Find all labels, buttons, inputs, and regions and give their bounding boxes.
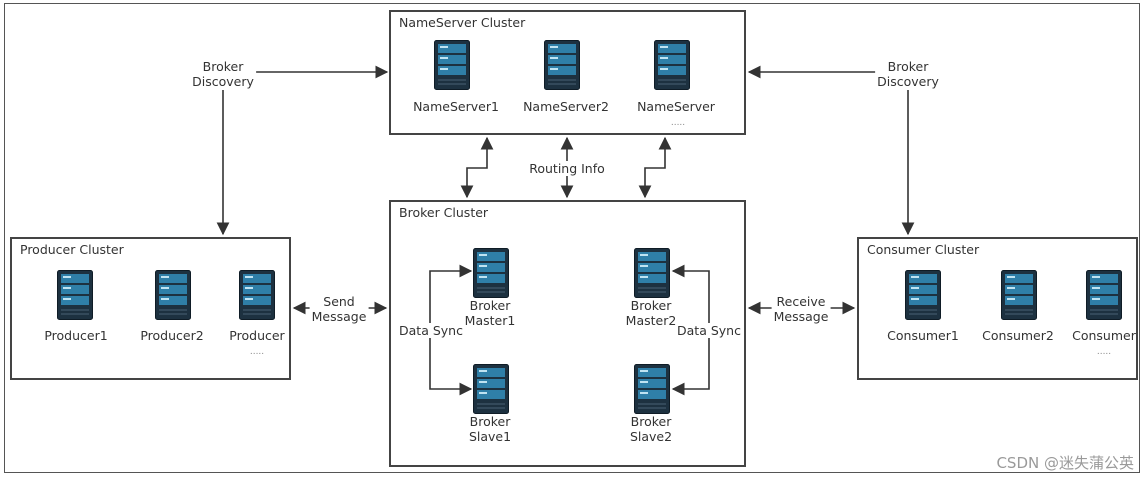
consumer-3-label: Consumer bbox=[1072, 328, 1136, 343]
broker-discovery-right-label: Broker Discovery bbox=[875, 59, 941, 89]
data-sync-left-label: Data Sync bbox=[397, 323, 465, 338]
broker-slave2-label: Broker Slave2 bbox=[629, 414, 673, 444]
broker-master2-label: Broker Master2 bbox=[625, 298, 677, 328]
producer-cluster-title: Producer Cluster bbox=[20, 242, 124, 257]
diagram-frame bbox=[4, 3, 1140, 473]
producer-1-label: Producer1 bbox=[44, 328, 108, 343]
server-icon bbox=[57, 270, 93, 324]
nameserver-cluster-title: NameServer Cluster bbox=[399, 15, 526, 30]
consumer-more-dots: ..... bbox=[1096, 347, 1112, 357]
routing-info-label: Routing Info bbox=[527, 161, 607, 176]
server-icon bbox=[473, 248, 509, 302]
nameserver-1-label: NameServer1 bbox=[413, 99, 499, 114]
broker-cluster-title: Broker Cluster bbox=[399, 205, 489, 220]
server-icon bbox=[473, 364, 509, 418]
server-icon bbox=[239, 270, 275, 324]
server-icon bbox=[654, 40, 690, 94]
broker-master1-label: Broker Master1 bbox=[464, 298, 516, 328]
server-icon bbox=[155, 270, 191, 324]
receive-message-label: Receive Message bbox=[771, 294, 831, 324]
consumer-2-label: Consumer2 bbox=[982, 328, 1054, 343]
server-icon bbox=[544, 40, 580, 94]
server-icon bbox=[434, 40, 470, 94]
data-sync-right-label: Data Sync bbox=[675, 323, 743, 338]
server-icon bbox=[1001, 270, 1037, 324]
producer-2-label: Producer2 bbox=[140, 328, 204, 343]
watermark: CSDN @迷失蒲公英 bbox=[996, 454, 1134, 472]
consumer-1-label: Consumer1 bbox=[887, 328, 959, 343]
nameserver-more-dots: ..... bbox=[670, 118, 686, 128]
producer-3-label: Producer bbox=[229, 328, 285, 343]
producer-more-dots: ..... bbox=[249, 347, 265, 357]
broker-discovery-left-label: Broker Discovery bbox=[190, 59, 256, 89]
nameserver-3-label: NameServer bbox=[637, 99, 715, 114]
send-message-label: Send Message bbox=[309, 294, 369, 324]
server-icon bbox=[1086, 270, 1122, 324]
routing-connector-3 bbox=[638, 136, 672, 199]
server-icon bbox=[905, 270, 941, 324]
server-icon bbox=[634, 364, 670, 418]
consumer-cluster-title: Consumer Cluster bbox=[867, 242, 980, 257]
broker-slave1-label: Broker Slave1 bbox=[468, 414, 512, 444]
routing-connector-1 bbox=[460, 136, 494, 199]
server-icon bbox=[634, 248, 670, 302]
nameserver-2-label: NameServer2 bbox=[523, 99, 609, 114]
